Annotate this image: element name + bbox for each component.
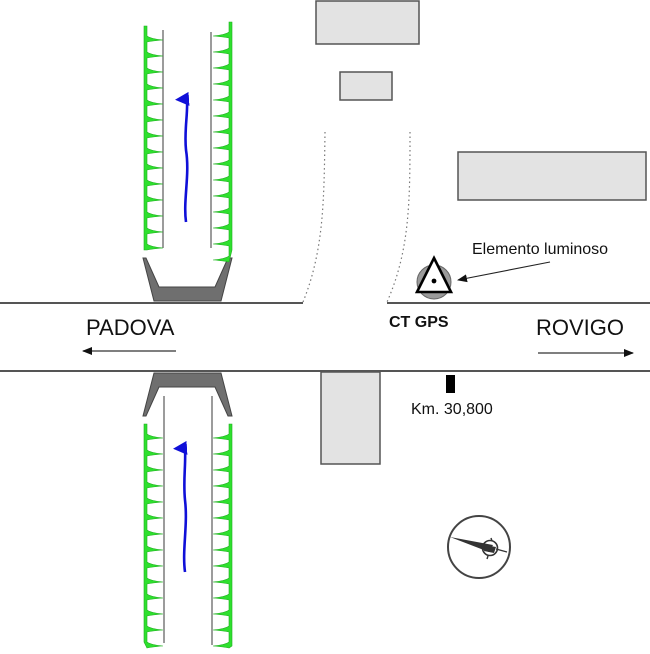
light-element-label: Elemento luminoso	[472, 241, 608, 258]
building-north-large	[315, 0, 420, 45]
direction-label-padova: PADOVA	[86, 315, 175, 340]
light-element-pointer-arrow	[457, 261, 551, 283]
canal-south-flow-arrow	[173, 440, 188, 573]
km-marker-label: Km. 30,800	[411, 401, 493, 418]
building-east	[457, 151, 647, 201]
side-road-edge-right	[386, 131, 411, 303]
bridge-parapet-south	[142, 372, 233, 417]
vegetation-canal-south-left	[143, 423, 164, 649]
side-road-edge-left	[302, 131, 326, 303]
building-south	[320, 371, 381, 465]
gps-station-triangle-icon	[414, 255, 454, 300]
vegetation-canal-north-left	[143, 25, 164, 251]
building-north-small	[339, 71, 393, 101]
vegetation-fringes	[143, 21, 233, 649]
canal-north-flow-arrow	[175, 91, 190, 223]
north-compass-icon	[447, 515, 511, 579]
gps-station-label: CT GPS	[389, 314, 449, 331]
direction-label-rovigo: ROVIGO	[536, 315, 624, 340]
km-marker-post-icon	[446, 375, 455, 393]
vegetation-canal-north-right	[212, 21, 233, 263]
vegetation-canal-south-right	[212, 423, 233, 649]
bridge-parapet-north	[142, 257, 233, 302]
